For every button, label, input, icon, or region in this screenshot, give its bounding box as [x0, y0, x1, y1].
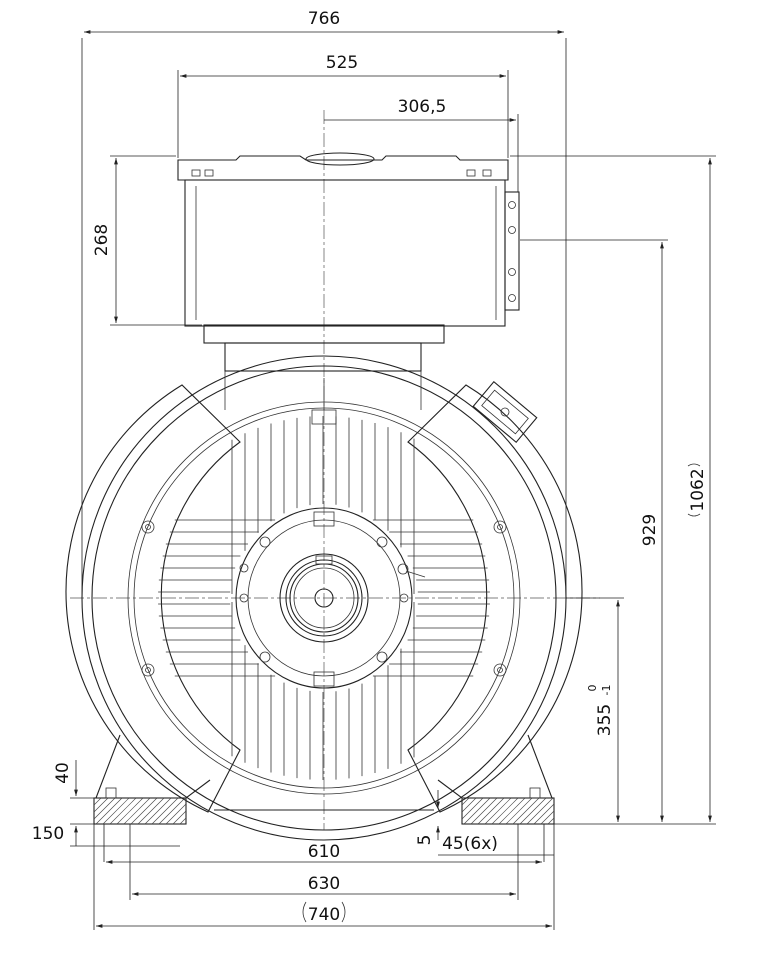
foot-hatch-line: [123, 797, 151, 825]
terminal-box: [177, 152, 509, 327]
dim-terminal-box-width: 525: [326, 53, 358, 73]
dim-foot-span-outer: 740: [308, 905, 340, 925]
foot-hatch-line: [463, 797, 491, 825]
reference-parens-1062: [687, 463, 701, 517]
foot-hatch-line: [547, 817, 555, 825]
cooling-fins: [158, 416, 490, 780]
dim-terminal-box-height: 268: [92, 224, 112, 256]
dim-shaft-tol-lower: -1: [600, 685, 613, 696]
foot-hatch-line: [93, 797, 116, 820]
dim-top-height: 929: [640, 514, 660, 546]
end-shield: [235, 507, 413, 689]
foot-hatch-line: [461, 797, 484, 820]
motor-body: [65, 110, 600, 841]
dim-shaft-tol-upper: 0: [586, 685, 599, 692]
foot-hatch-line: [109, 797, 137, 825]
dim-foot-height: 40: [53, 762, 73, 784]
reference-parens-740: [302, 901, 346, 923]
foot-hatch-line: [526, 797, 554, 825]
foot-hatch-line: [137, 797, 165, 825]
dim-hole-diameter: 45(6x): [442, 834, 498, 854]
foot-hatch-line: [512, 797, 540, 825]
foot-hatch-line: [116, 797, 144, 825]
cable-gland: [504, 191, 520, 311]
dimension-labels: 766 525 306,5 268 1062 929 355 0 -1 40 1…: [32, 9, 708, 925]
left-foot: [93, 734, 211, 825]
dim-foot-span-mid: 630: [308, 874, 340, 894]
foot-hatch-line: [172, 810, 187, 825]
dim-foot-depth: 150: [32, 824, 64, 844]
foot-hatch-line: [158, 797, 186, 825]
dim-terminal-box-offset: 306,5: [398, 97, 447, 117]
foot-hatch-line: [505, 797, 533, 825]
foot-hatch-line: [165, 803, 187, 825]
foot-hatch-line: [93, 797, 102, 806]
foot-hatch-line: [470, 797, 498, 825]
foot-hatch-line: [144, 797, 172, 825]
shaft: [279, 553, 369, 643]
foot-hatch-line: [461, 797, 477, 813]
foot-hatch-line: [95, 797, 123, 825]
foot-hatch-line: [102, 797, 130, 825]
dim-foot-gap: 5: [415, 835, 435, 846]
foot-hatch-line: [130, 797, 158, 825]
foot-hatch-line: [484, 797, 512, 825]
foot-hatch-line: [533, 803, 555, 825]
foot-hatch-line: [519, 797, 547, 825]
dimension-lines: [70, 30, 716, 930]
foot-hatch-line: [151, 797, 179, 825]
dim-overall-width: 766: [308, 9, 340, 29]
foot-hatch-line: [491, 797, 519, 825]
grease-nipple: [397, 563, 426, 578]
dim-foot-span-inner: 610: [308, 842, 340, 862]
right-foot: [437, 734, 555, 825]
lifting-lugs: [65, 384, 583, 813]
end-shield-bolts: [239, 536, 409, 663]
foot-hatch-line: [540, 810, 555, 825]
foot-hatch-line: [93, 797, 109, 813]
auxiliary-box: [472, 380, 538, 444]
foot-hatch-line: [477, 797, 505, 825]
dim-shaft-height: 355: [595, 704, 615, 736]
foot-hatch-line: [461, 797, 470, 806]
terminal-box-neck: [203, 324, 445, 425]
foot-hatch-line: [179, 817, 187, 825]
dim-overall-height: 1062: [688, 468, 708, 511]
foot-hatch-line: [498, 797, 526, 825]
housing-bolts: [141, 520, 507, 677]
